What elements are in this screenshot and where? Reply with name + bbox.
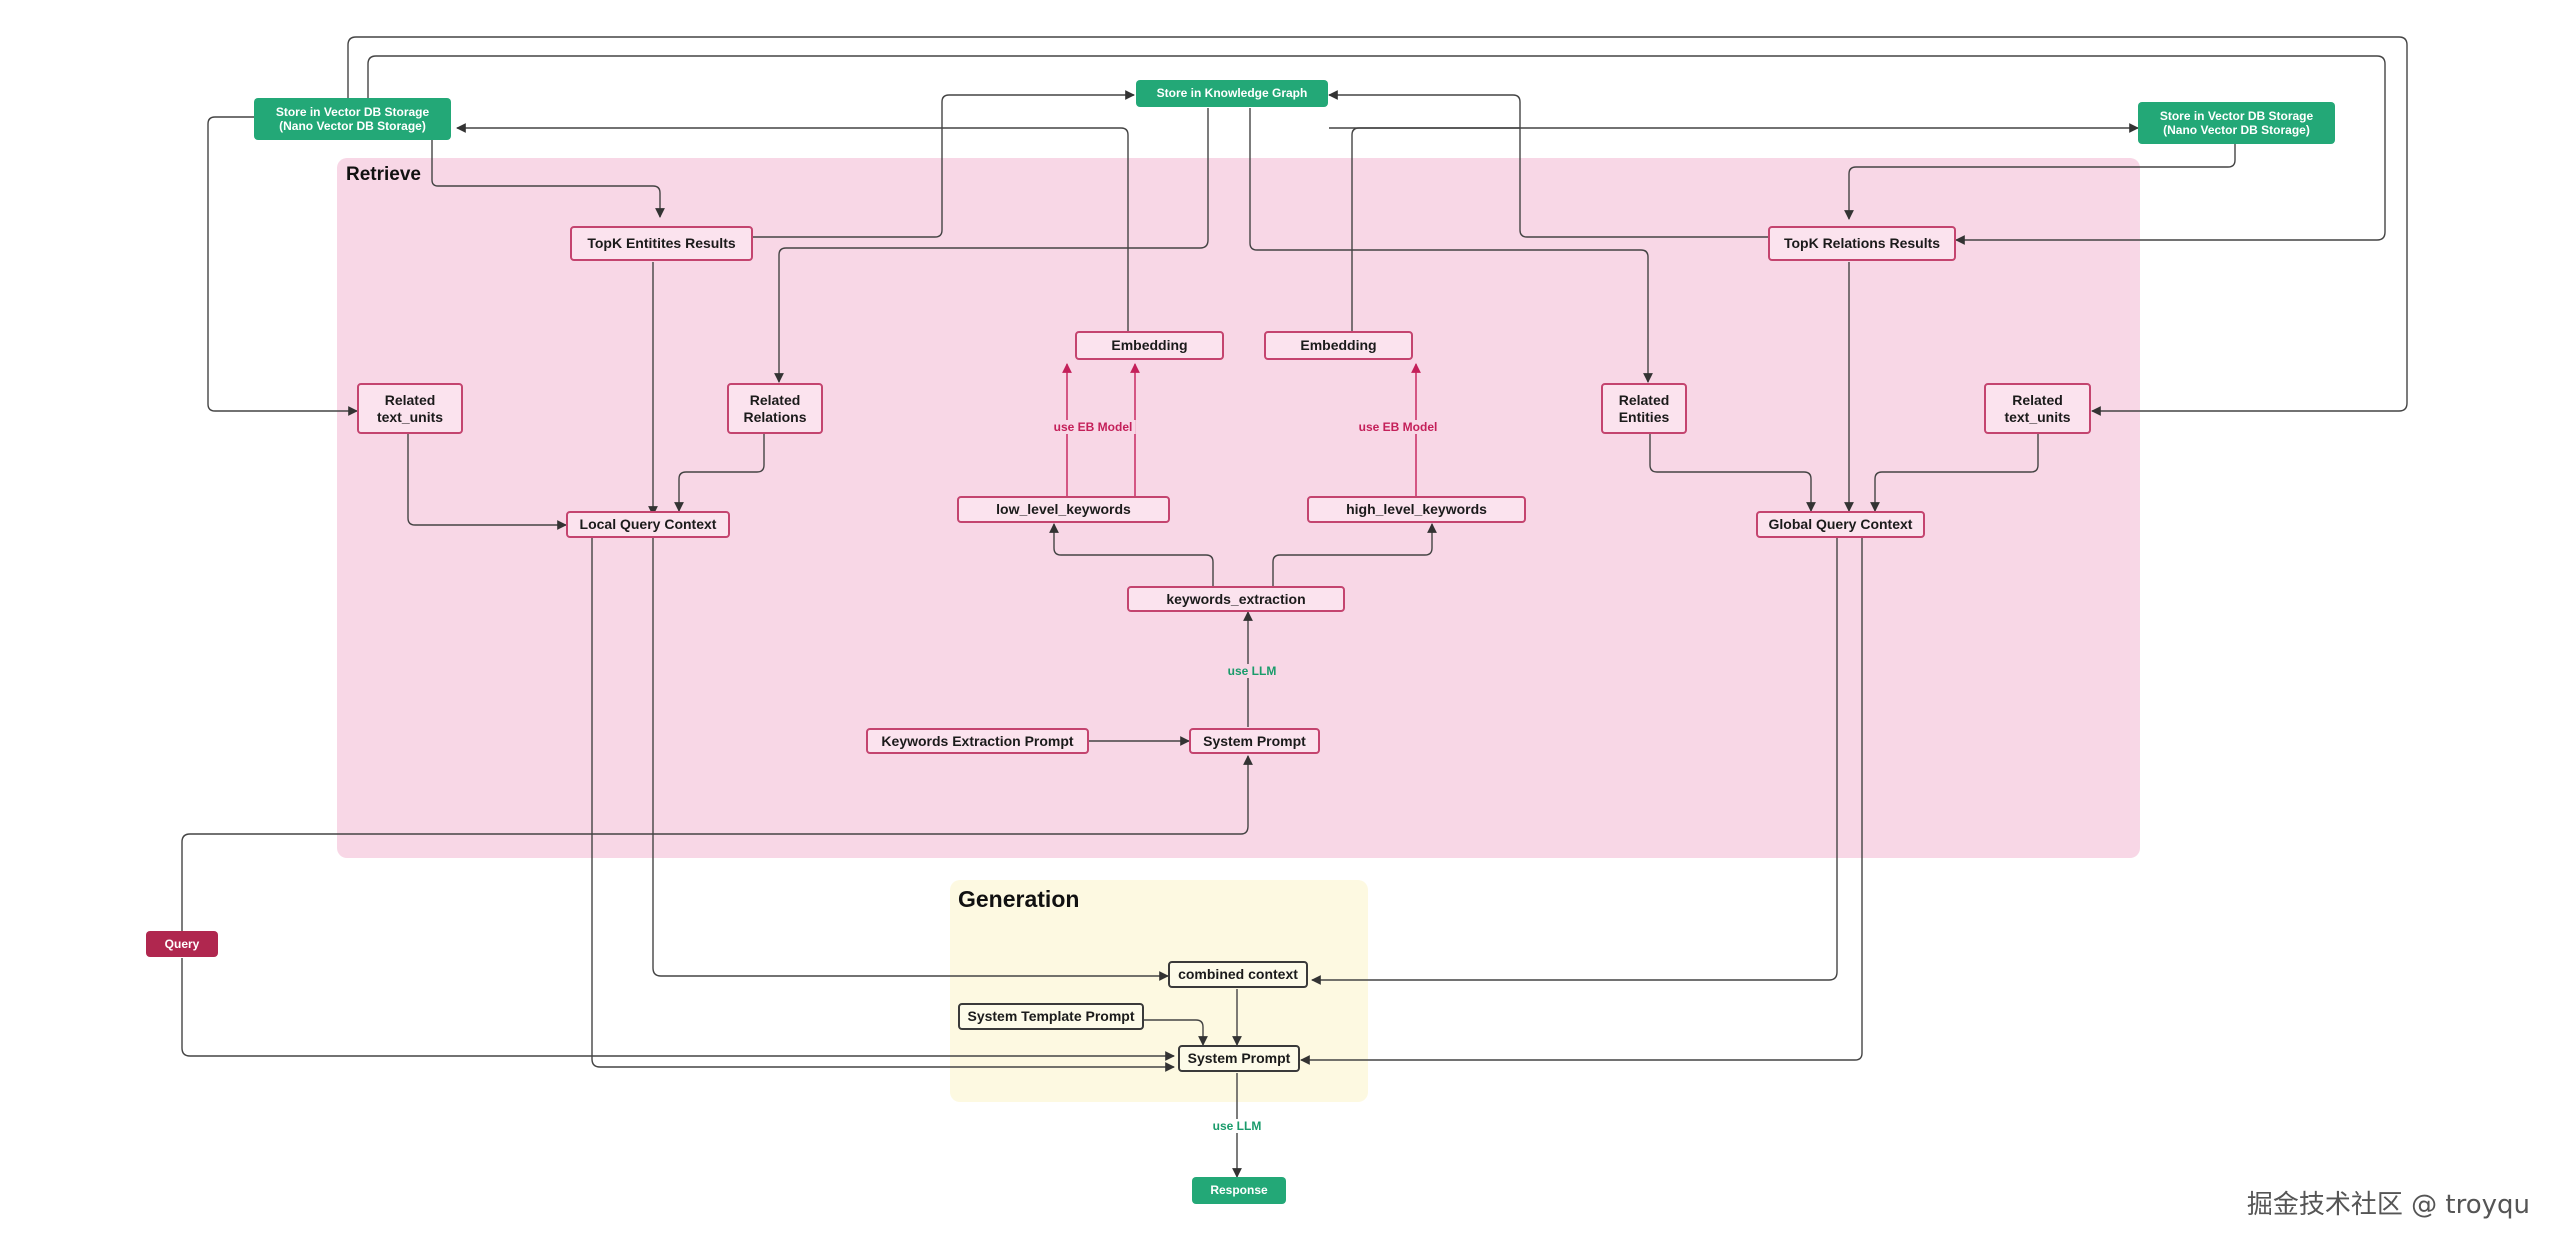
use-eb-model-label-left: use EB Model: [1050, 420, 1136, 434]
edge-vector-left-to-text-units-right: [347, 36, 2408, 416]
query-node: Query: [146, 931, 218, 957]
related-entities: Related Entities: [1601, 383, 1687, 434]
related-text-units-right: Related text_units: [1984, 383, 2091, 434]
edge-kg-to-related-relations: [774, 108, 1209, 383]
edge-vector-left-to-topk-entities: [431, 140, 665, 218]
system-prompt-retrieve: System Prompt: [1189, 728, 1320, 754]
edge-related-entities-to-global: [1649, 434, 1816, 512]
edge-related-relations-to-local: [674, 434, 765, 512]
watermark: 掘金技术社区 @ troyqu: [2246, 1190, 2530, 1220]
edge-global-to-combined: [1311, 538, 1838, 985]
store-vector-db-right: Store in Vector DB Storage (Nano Vector …: [2138, 102, 2335, 144]
edge-local-to-combined: [652, 538, 1169, 981]
use-llm-label-generation: use LLM: [1209, 1119, 1265, 1133]
global-query-context: Global Query Context: [1756, 511, 1925, 538]
store-vector-db-left: Store in Vector DB Storage (Nano Vector …: [254, 98, 451, 140]
edge-query-to-sysprompt-retrieve: [181, 755, 1253, 931]
response-node: Response: [1192, 1177, 1286, 1204]
edge-kw-to-high: [1272, 523, 1437, 586]
keywords-extraction-prompt: Keywords Extraction Prompt: [866, 728, 1089, 754]
use-eb-model-label-right: use EB Model: [1355, 420, 1441, 434]
edge-text-units-right-to-global: [1870, 434, 2039, 512]
store-knowledge-graph: Store in Knowledge Graph: [1136, 80, 1328, 107]
retrieve-title: Retrieve: [346, 164, 421, 185]
edge-kw-to-low: [1049, 523, 1214, 586]
edge-global-to-sysprompt-gen: [1300, 538, 1863, 1065]
edge-template-to-sysprompt: [1144, 1019, 1208, 1046]
use-llm-label-retrieve: use LLM: [1224, 664, 1280, 678]
edge-embedding-right-to-kg: [1351, 127, 1520, 331]
related-relations: Related Relations: [727, 383, 823, 434]
combined-context: combined context: [1168, 961, 1308, 988]
edge-text-units-left-to-local: [407, 434, 567, 530]
edge-kg-to-related-entities: [1249, 108, 1653, 383]
system-prompt-generation: System Prompt: [1178, 1045, 1300, 1072]
edge-vector-right-to-topk-relations: [1844, 144, 2236, 220]
embedding-left: Embedding: [1075, 331, 1224, 360]
edge-embedding-left-to-vector-left: [456, 123, 1129, 331]
system-template-prompt: System Template Prompt: [958, 1003, 1144, 1030]
low-level-keywords: low_level_keywords: [957, 496, 1170, 523]
edge-vector-left-to-topk-relations: [367, 55, 2386, 245]
edge-query-to-sysprompt-gen: [181, 958, 1175, 1061]
topk-relations-results: TopK Relations Results: [1768, 226, 1956, 261]
topk-entities-results: TopK Entitites Results: [570, 226, 753, 261]
keywords-extraction: keywords_extraction: [1127, 586, 1345, 612]
edge-local-to-sysprompt-gen: [591, 538, 1175, 1072]
generation-title: Generation: [958, 886, 1080, 912]
edge-topk-relations-to-kg: [1328, 90, 1768, 238]
local-query-context: Local Query Context: [566, 511, 730, 538]
related-text-units-left: Related text_units: [357, 383, 463, 434]
edge-vector-left-to-text-units: [207, 116, 358, 416]
embedding-right: Embedding: [1264, 331, 1413, 360]
high-level-keywords: high_level_keywords: [1307, 496, 1526, 523]
edge-topk-entities-to-kg: [753, 90, 1135, 238]
